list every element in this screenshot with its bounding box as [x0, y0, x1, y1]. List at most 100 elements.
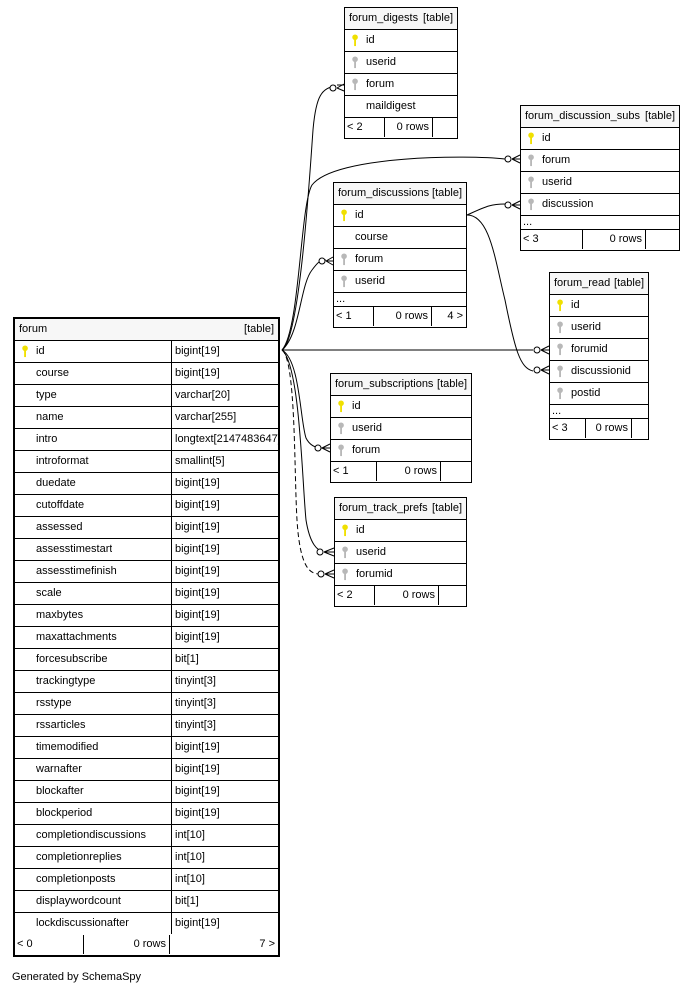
children-count[interactable]: 7 > [259, 938, 275, 950]
foreign-key-icon [342, 546, 348, 559]
parents-count[interactable]: < 2 [345, 118, 385, 137]
foreign-key-icon [528, 198, 534, 211]
column-row[interactable]: userid [521, 172, 679, 194]
parents-count[interactable]: < 0 [15, 935, 84, 954]
column-type: bigint[19] [171, 627, 278, 648]
table-name: forum_read [554, 277, 611, 289]
column-type: bigint[19] [171, 605, 278, 626]
table-name: forum_digests [349, 12, 419, 24]
column-name: forumid [356, 568, 393, 580]
column-row[interactable]: forum [331, 440, 471, 462]
foreign-key-icon [338, 444, 344, 457]
table-header[interactable]: forum_track_prefs [table] [335, 498, 466, 520]
column-row[interactable]: id [345, 30, 457, 52]
column-row[interactable]: userid [345, 52, 457, 74]
column-row[interactable]: userid [331, 418, 471, 440]
column-type: bigint[19] [171, 781, 278, 802]
column-name: forum [366, 78, 395, 90]
foreign-key-icon [341, 253, 347, 266]
table-forum-read[interactable]: forum_read [table] id userid forumid dis… [549, 272, 649, 440]
relation-line [281, 156, 506, 351]
relation-end-circle [329, 84, 337, 92]
column-row[interactable]: forumid [550, 339, 648, 361]
column-row[interactable]: forumid [335, 564, 466, 586]
column-row[interactable]: discussionid [550, 361, 648, 383]
table-header[interactable]: forum_digests [table] [345, 8, 457, 30]
table-footer: < 2 0 rows [335, 586, 466, 606]
column-row[interactable]: forum [345, 74, 457, 96]
parents-count[interactable]: < 3 [521, 230, 583, 249]
parents-count[interactable]: < 3 [550, 419, 586, 438]
column-name: userid [355, 275, 385, 287]
table-header[interactable]: forum_discussion_subs [table] [521, 106, 679, 128]
table-forum-track-prefs[interactable]: forum_track_prefs [table] id userid foru… [334, 497, 467, 607]
column-row[interactable]: id [550, 295, 648, 317]
column-type: bigint[19] [171, 759, 278, 780]
foreign-key-icon [557, 387, 563, 400]
primary-key-icon [341, 209, 347, 222]
table-forum-subscriptions[interactable]: forum_subscriptions [table] id userid fo… [330, 373, 472, 483]
column-row[interactable]: discussion [521, 194, 679, 216]
column-row[interactable]: id [335, 520, 466, 542]
column-row[interactable]: userid [335, 542, 466, 564]
table-header[interactable]: forum [table] [15, 319, 278, 341]
relation-end-circle [317, 570, 325, 578]
table-header[interactable]: forum_read [table] [550, 273, 648, 295]
column-row[interactable]: postid [550, 383, 648, 405]
column-row[interactable]: forum [521, 150, 679, 172]
column-row[interactable]: course [334, 227, 466, 249]
column-type: bigint[19] [171, 539, 278, 560]
parents-count[interactable]: < 1 [334, 307, 374, 326]
column-type: bigint[19] [171, 517, 278, 538]
table-header[interactable]: forum_discussions [table] [334, 183, 466, 205]
column-row[interactable]: maildigest [345, 96, 457, 118]
more-columns: ... [521, 216, 679, 230]
column-row[interactable]: id [334, 205, 466, 227]
column-row[interactable]: userid [334, 271, 466, 293]
table-forum-discussion-subs[interactable]: forum_discussion_subs [table] id forum u… [520, 105, 680, 251]
children-count[interactable]: 4 > [447, 310, 463, 322]
column-row[interactable]: id [521, 128, 679, 150]
column-name: completionposts [36, 873, 116, 885]
column-row[interactable]: id [331, 396, 471, 418]
column-row[interactable]: userid [550, 317, 648, 339]
table-forum-digests[interactable]: forum_digests [table] id userid forum ma… [344, 7, 458, 139]
parents-count[interactable]: < 2 [335, 586, 375, 605]
table-forum-discussions[interactable]: forum_discussions [table] id course foru… [333, 182, 467, 328]
column-name: postid [571, 387, 601, 399]
column-type: bigint[19] [171, 913, 278, 934]
column-row[interactable]: forum [334, 249, 466, 271]
parents-count[interactable]: < 1 [331, 462, 377, 481]
column-name: userid [352, 422, 382, 434]
table-header[interactable]: forum_subscriptions [table] [331, 374, 471, 396]
column-name: forcesubscribe [36, 653, 108, 665]
